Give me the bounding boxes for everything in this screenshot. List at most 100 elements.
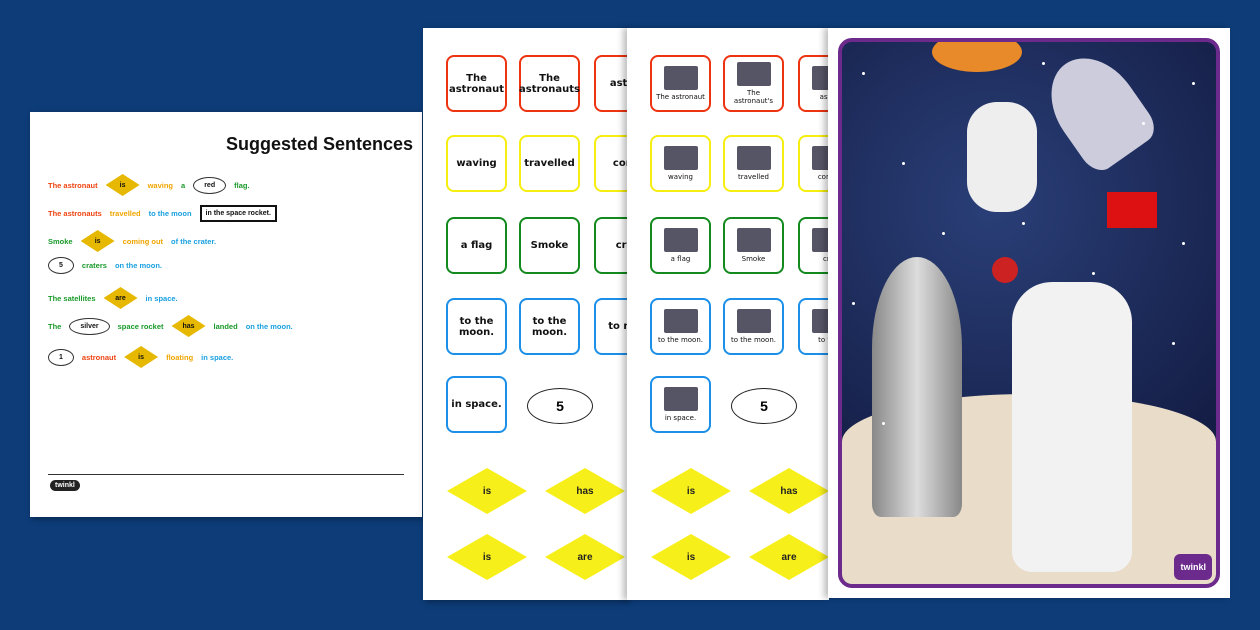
word-card: travelled — [519, 135, 580, 192]
sentence-word: waving — [147, 180, 174, 190]
sentence-word: flag. — [234, 180, 250, 190]
verb-diamond: has — [545, 468, 625, 514]
astronaut-icon — [967, 102, 1037, 212]
card-label: Smoke — [741, 255, 766, 263]
star-icon — [942, 232, 945, 235]
star-icon — [1172, 342, 1175, 345]
card-label: travelled — [524, 158, 575, 169]
card-label: waving — [456, 158, 497, 169]
sentence-word: landed — [213, 321, 238, 331]
word-card: waving — [446, 135, 507, 192]
sentence-word: The astronaut — [48, 180, 98, 190]
card-label: astro — [609, 78, 628, 89]
word-card: The astronaut — [446, 55, 507, 112]
word-card: cra — [594, 217, 628, 274]
card-picture — [811, 146, 829, 170]
card-picture — [736, 309, 771, 333]
card-label: comin — [817, 173, 829, 181]
sentence-word: in space. — [145, 293, 178, 303]
card-label: a flag — [460, 240, 493, 251]
adjective-cloud: 1 — [48, 348, 74, 366]
verb-diamond: is — [80, 230, 115, 252]
word-card: travelled — [723, 135, 784, 192]
word-card: to the moon. — [446, 298, 507, 355]
sheet-title: Suggested Sentences — [226, 134, 414, 154]
card-label: waving — [668, 173, 693, 181]
word-card: cra — [798, 217, 829, 274]
card-label: to the — [818, 336, 829, 344]
star-icon — [1022, 222, 1025, 225]
verb-diamond: is — [651, 468, 731, 514]
card-label: to the moon. — [657, 336, 703, 344]
star-icon — [902, 162, 905, 165]
word-card: to the — [798, 298, 829, 355]
word-card: comin — [798, 135, 829, 192]
card-label: Smoke — [530, 240, 569, 251]
card-label: The astronauts — [519, 72, 581, 95]
word-card: The astronaut's — [723, 55, 784, 112]
card-label: in space. — [451, 399, 502, 410]
card-label: a flag — [670, 255, 691, 263]
word-card: to the moon. — [650, 298, 711, 355]
card-label: to the moon. — [458, 315, 495, 338]
star-icon — [1142, 122, 1145, 125]
card-picture — [736, 62, 771, 86]
card-label: com — [612, 158, 628, 169]
card-picture — [811, 228, 829, 252]
card-label: to the moon. — [531, 315, 568, 338]
word-card: The astronaut — [650, 55, 711, 112]
number-cloud: 5 — [527, 388, 593, 424]
sentence-word: The astronauts — [48, 209, 102, 218]
space-poster: twinkl — [828, 28, 1230, 598]
verb-diamond: is — [105, 174, 140, 196]
word-card: a flag — [650, 217, 711, 274]
planet-icon — [932, 42, 1022, 72]
card-picture — [736, 146, 771, 170]
star-icon — [852, 302, 855, 305]
card-label: cra — [822, 255, 829, 263]
sentence-word: coming out — [122, 236, 164, 246]
footer-divider — [48, 474, 404, 475]
star-icon — [1192, 82, 1195, 85]
phrase-box: in the space rocket. — [199, 205, 277, 222]
card-label: cra — [615, 240, 628, 251]
verb-diamond: is — [447, 534, 527, 580]
space-illustration: twinkl — [838, 38, 1220, 588]
sentence-word: astronaut — [81, 352, 117, 362]
sentence-word: craters — [81, 261, 107, 270]
rocket-icon — [1032, 42, 1162, 177]
sentence-word: The — [48, 321, 62, 331]
card-picture — [663, 309, 698, 333]
word-card: waving — [650, 135, 711, 192]
verb-diamond: are — [545, 534, 625, 580]
card-picture — [663, 387, 698, 411]
star-icon — [1182, 242, 1185, 245]
card-label: in space. — [664, 414, 697, 422]
sentence-word: of the crater. — [171, 236, 217, 246]
word-card: to the moon. — [723, 298, 784, 355]
word-card: astro — [798, 55, 829, 112]
card-label: travelled — [737, 173, 769, 181]
card-picture — [663, 66, 698, 90]
sentence-word: on the moon. — [245, 321, 293, 331]
card-picture — [663, 228, 698, 252]
adjective-cloud: red — [193, 176, 227, 194]
astronaut-icon — [1012, 282, 1132, 572]
card-picture — [811, 309, 829, 333]
adjective-cloud: 5 — [48, 257, 74, 274]
sentence-word: a — [181, 180, 186, 190]
word-card: to mo — [594, 298, 628, 355]
number-cloud: 5 — [731, 388, 797, 424]
adjective-cloud: silver — [69, 317, 110, 335]
word-card: a flag — [446, 217, 507, 274]
flag-icon — [1107, 192, 1157, 228]
sentence-word: floating — [166, 352, 194, 362]
